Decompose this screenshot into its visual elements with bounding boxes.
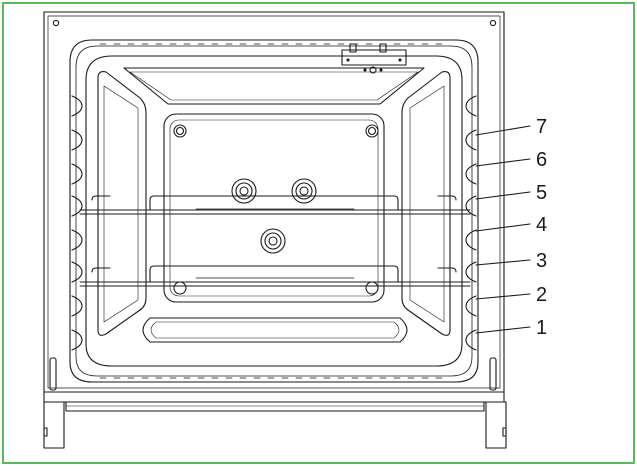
level-label-1: 1 — [536, 317, 547, 339]
top-bracket — [341, 43, 407, 74]
level-label-7: 7 — [536, 116, 547, 138]
cavity-embossing — [97, 67, 451, 343]
leader-lines — [475, 125, 531, 334]
rear-bosses — [231, 178, 317, 254]
level-label-4: 4 — [536, 214, 547, 236]
level-label-5: 5 — [536, 182, 547, 204]
wire-shelf-lower — [79, 265, 471, 287]
figure-border — [2, 2, 635, 464]
level-label-3: 3 — [536, 250, 547, 272]
oven-cavity — [69, 39, 479, 383]
rear-panel — [163, 113, 385, 303]
level-label-2: 2 — [536, 284, 547, 306]
level-labels: 7 6 5 4 3 2 1 — [536, 116, 547, 339]
wire-shelf-upper — [79, 195, 471, 215]
level-label-6: 6 — [536, 149, 547, 171]
shelf-runners — [71, 95, 477, 351]
oven-housing — [43, 11, 507, 449]
